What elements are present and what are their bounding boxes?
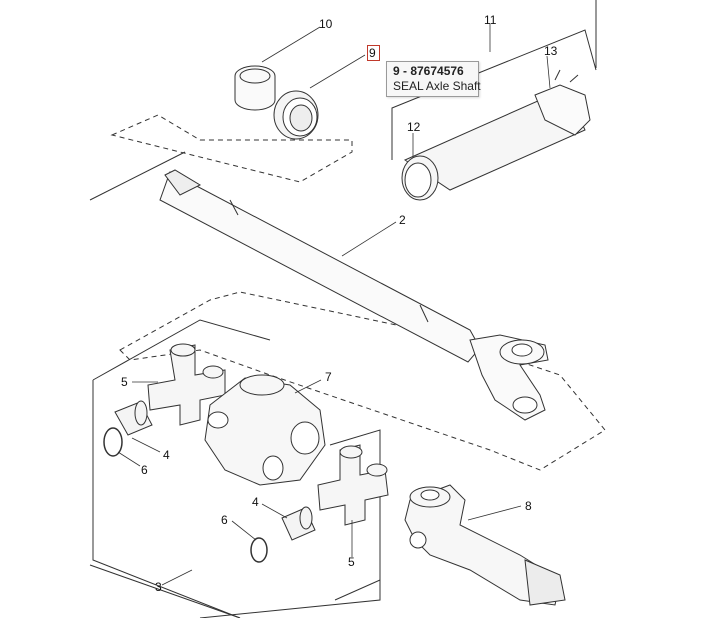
part-6-snap-ring-lower bbox=[250, 537, 268, 563]
frame-box-3 bbox=[92, 380, 241, 618]
part-5-ujoint-upper bbox=[147, 343, 226, 426]
callout-6-lower[interactable]: 6 bbox=[221, 513, 228, 527]
callout-7[interactable]: 7 bbox=[325, 370, 332, 384]
dashed-outline-top bbox=[110, 114, 353, 183]
callout-8[interactable]: 8 bbox=[525, 499, 532, 513]
part-tooltip: 9 - 87674576 SEAL Axle Shaft bbox=[386, 61, 481, 97]
callout-9[interactable]: 9 bbox=[369, 46, 376, 60]
tooltip-part-ref: 9 - 87674576 bbox=[393, 64, 464, 78]
frame-line-11 bbox=[391, 29, 597, 160]
frame-line-2 bbox=[89, 151, 186, 201]
callout-12[interactable]: 12 bbox=[407, 120, 421, 134]
callout-13[interactable]: 13 bbox=[544, 44, 558, 58]
callout-2[interactable]: 2 bbox=[399, 213, 406, 227]
part-6-snap-ring-upper bbox=[103, 427, 123, 457]
part-11-tube bbox=[401, 69, 591, 201]
tooltip-description: SEAL Axle Shaft bbox=[393, 79, 481, 93]
part-2-axle-shaft bbox=[159, 169, 549, 421]
callout-3[interactable]: 3 bbox=[155, 580, 162, 594]
part-5-ujoint-lower bbox=[317, 444, 389, 526]
dashed-outline-middle bbox=[119, 291, 606, 471]
part-9-seal bbox=[273, 90, 319, 140]
part-4-bearing-cup-upper bbox=[114, 400, 153, 436]
part-4-bearing-cup-lower bbox=[281, 506, 316, 541]
selected-callout-highlight bbox=[367, 45, 380, 61]
part-8-stub-shaft bbox=[404, 484, 566, 606]
part-7-center-yoke bbox=[204, 374, 326, 486]
callout-5-lower[interactable]: 5 bbox=[348, 555, 355, 569]
callout-10[interactable]: 10 bbox=[319, 17, 333, 31]
callout-5-upper[interactable]: 5 bbox=[121, 375, 128, 389]
callout-4-lower[interactable]: 4 bbox=[252, 495, 259, 509]
callout-4-upper[interactable]: 4 bbox=[163, 448, 170, 462]
part-10-ring bbox=[234, 65, 276, 111]
callout-6-upper[interactable]: 6 bbox=[141, 463, 148, 477]
callout-11[interactable]: 11 bbox=[484, 13, 497, 27]
